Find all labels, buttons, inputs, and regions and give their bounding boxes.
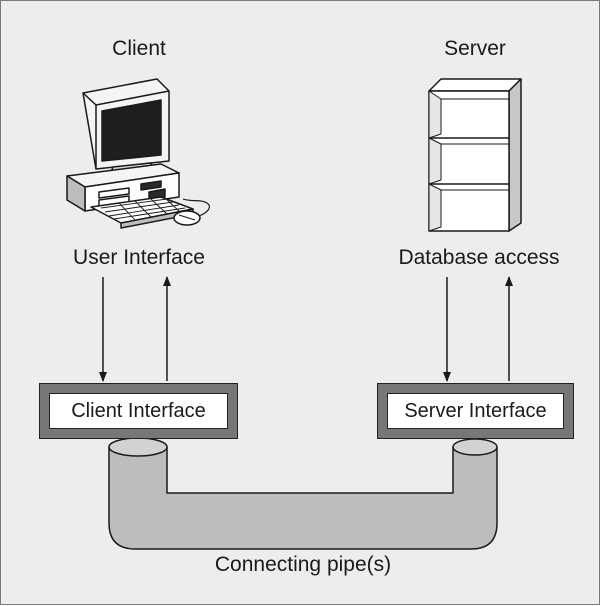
server-interface-box: Server Interface: [377, 383, 574, 439]
client-interface-label: Client Interface: [49, 393, 228, 429]
desktop-computer-icon: [66, 78, 211, 229]
user-interface-label: User Interface: [73, 246, 205, 269]
bookshelf-server-icon: [428, 78, 522, 232]
server-interface-label: Server Interface: [387, 393, 564, 429]
server-title: Server: [444, 37, 506, 60]
client-interface-box: Client Interface: [39, 383, 238, 439]
client-title: Client: [112, 37, 166, 60]
database-access-label: Database access: [398, 246, 560, 269]
connecting-pipe-label: Connecting pipe(s): [214, 553, 392, 576]
connecting-pipe: [108, 437, 498, 550]
